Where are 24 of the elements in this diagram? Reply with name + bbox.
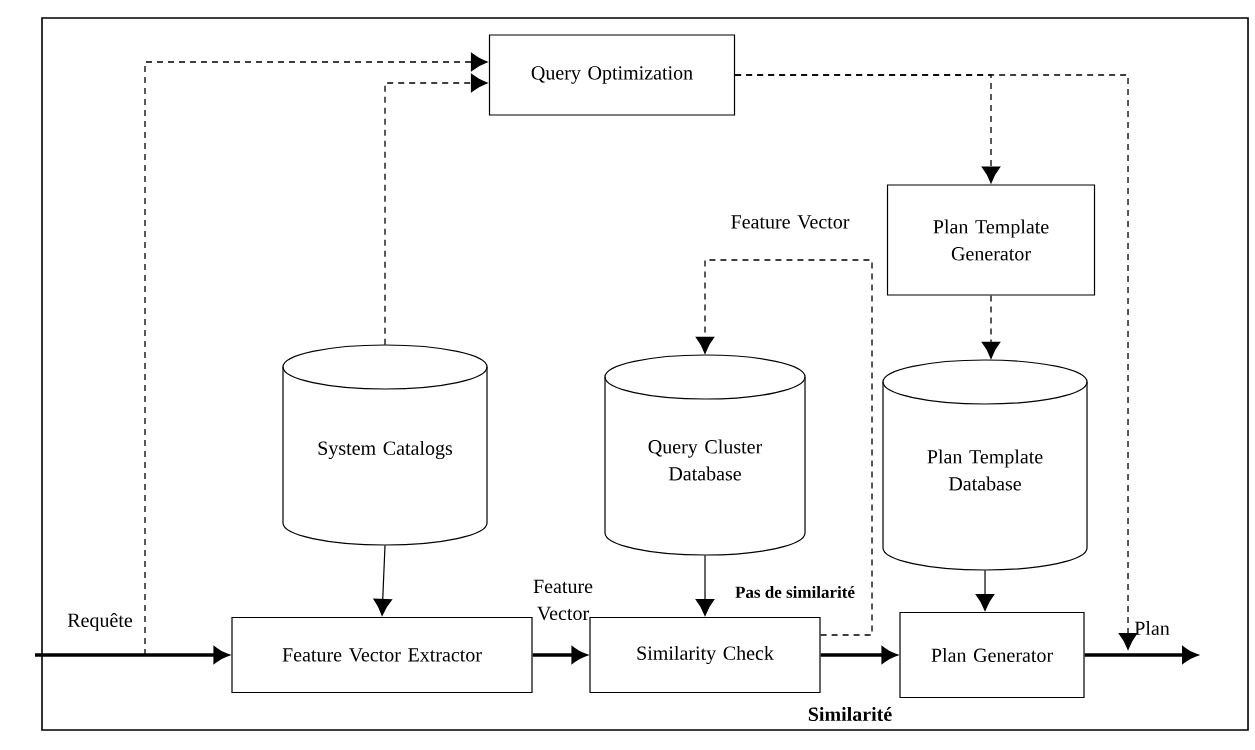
arrow xyxy=(975,569,995,611)
process-box: Plan Template Generator xyxy=(886,184,1096,296)
condition-label: Pas de similarité xyxy=(735,586,855,598)
edge-label: Plan xyxy=(1134,620,1170,636)
database-cylinder: Plan Template Database xyxy=(882,359,1088,571)
process-box: Query Optimization xyxy=(488,34,736,116)
arrow xyxy=(532,647,587,663)
database-cylinder: Query Cluster Database xyxy=(604,354,806,556)
database-cylinder: System Catalogs xyxy=(282,344,488,546)
edge-label: Feature Vector xyxy=(731,215,850,229)
arrow xyxy=(384,73,488,346)
process-box: Similarity Check xyxy=(589,616,821,694)
process-box: Plan Generator xyxy=(899,611,1085,699)
arrow xyxy=(734,74,1138,650)
edge-label: Requête xyxy=(67,612,133,632)
process-box: Feature Vector Extractor xyxy=(231,616,533,694)
arrow xyxy=(373,544,392,616)
arrow xyxy=(820,647,897,663)
arrow xyxy=(981,294,1001,359)
arrow xyxy=(1084,647,1197,663)
arrow xyxy=(695,259,873,636)
edge-label: Similarité xyxy=(808,706,892,722)
arrow xyxy=(144,52,488,656)
arrow xyxy=(695,554,715,616)
